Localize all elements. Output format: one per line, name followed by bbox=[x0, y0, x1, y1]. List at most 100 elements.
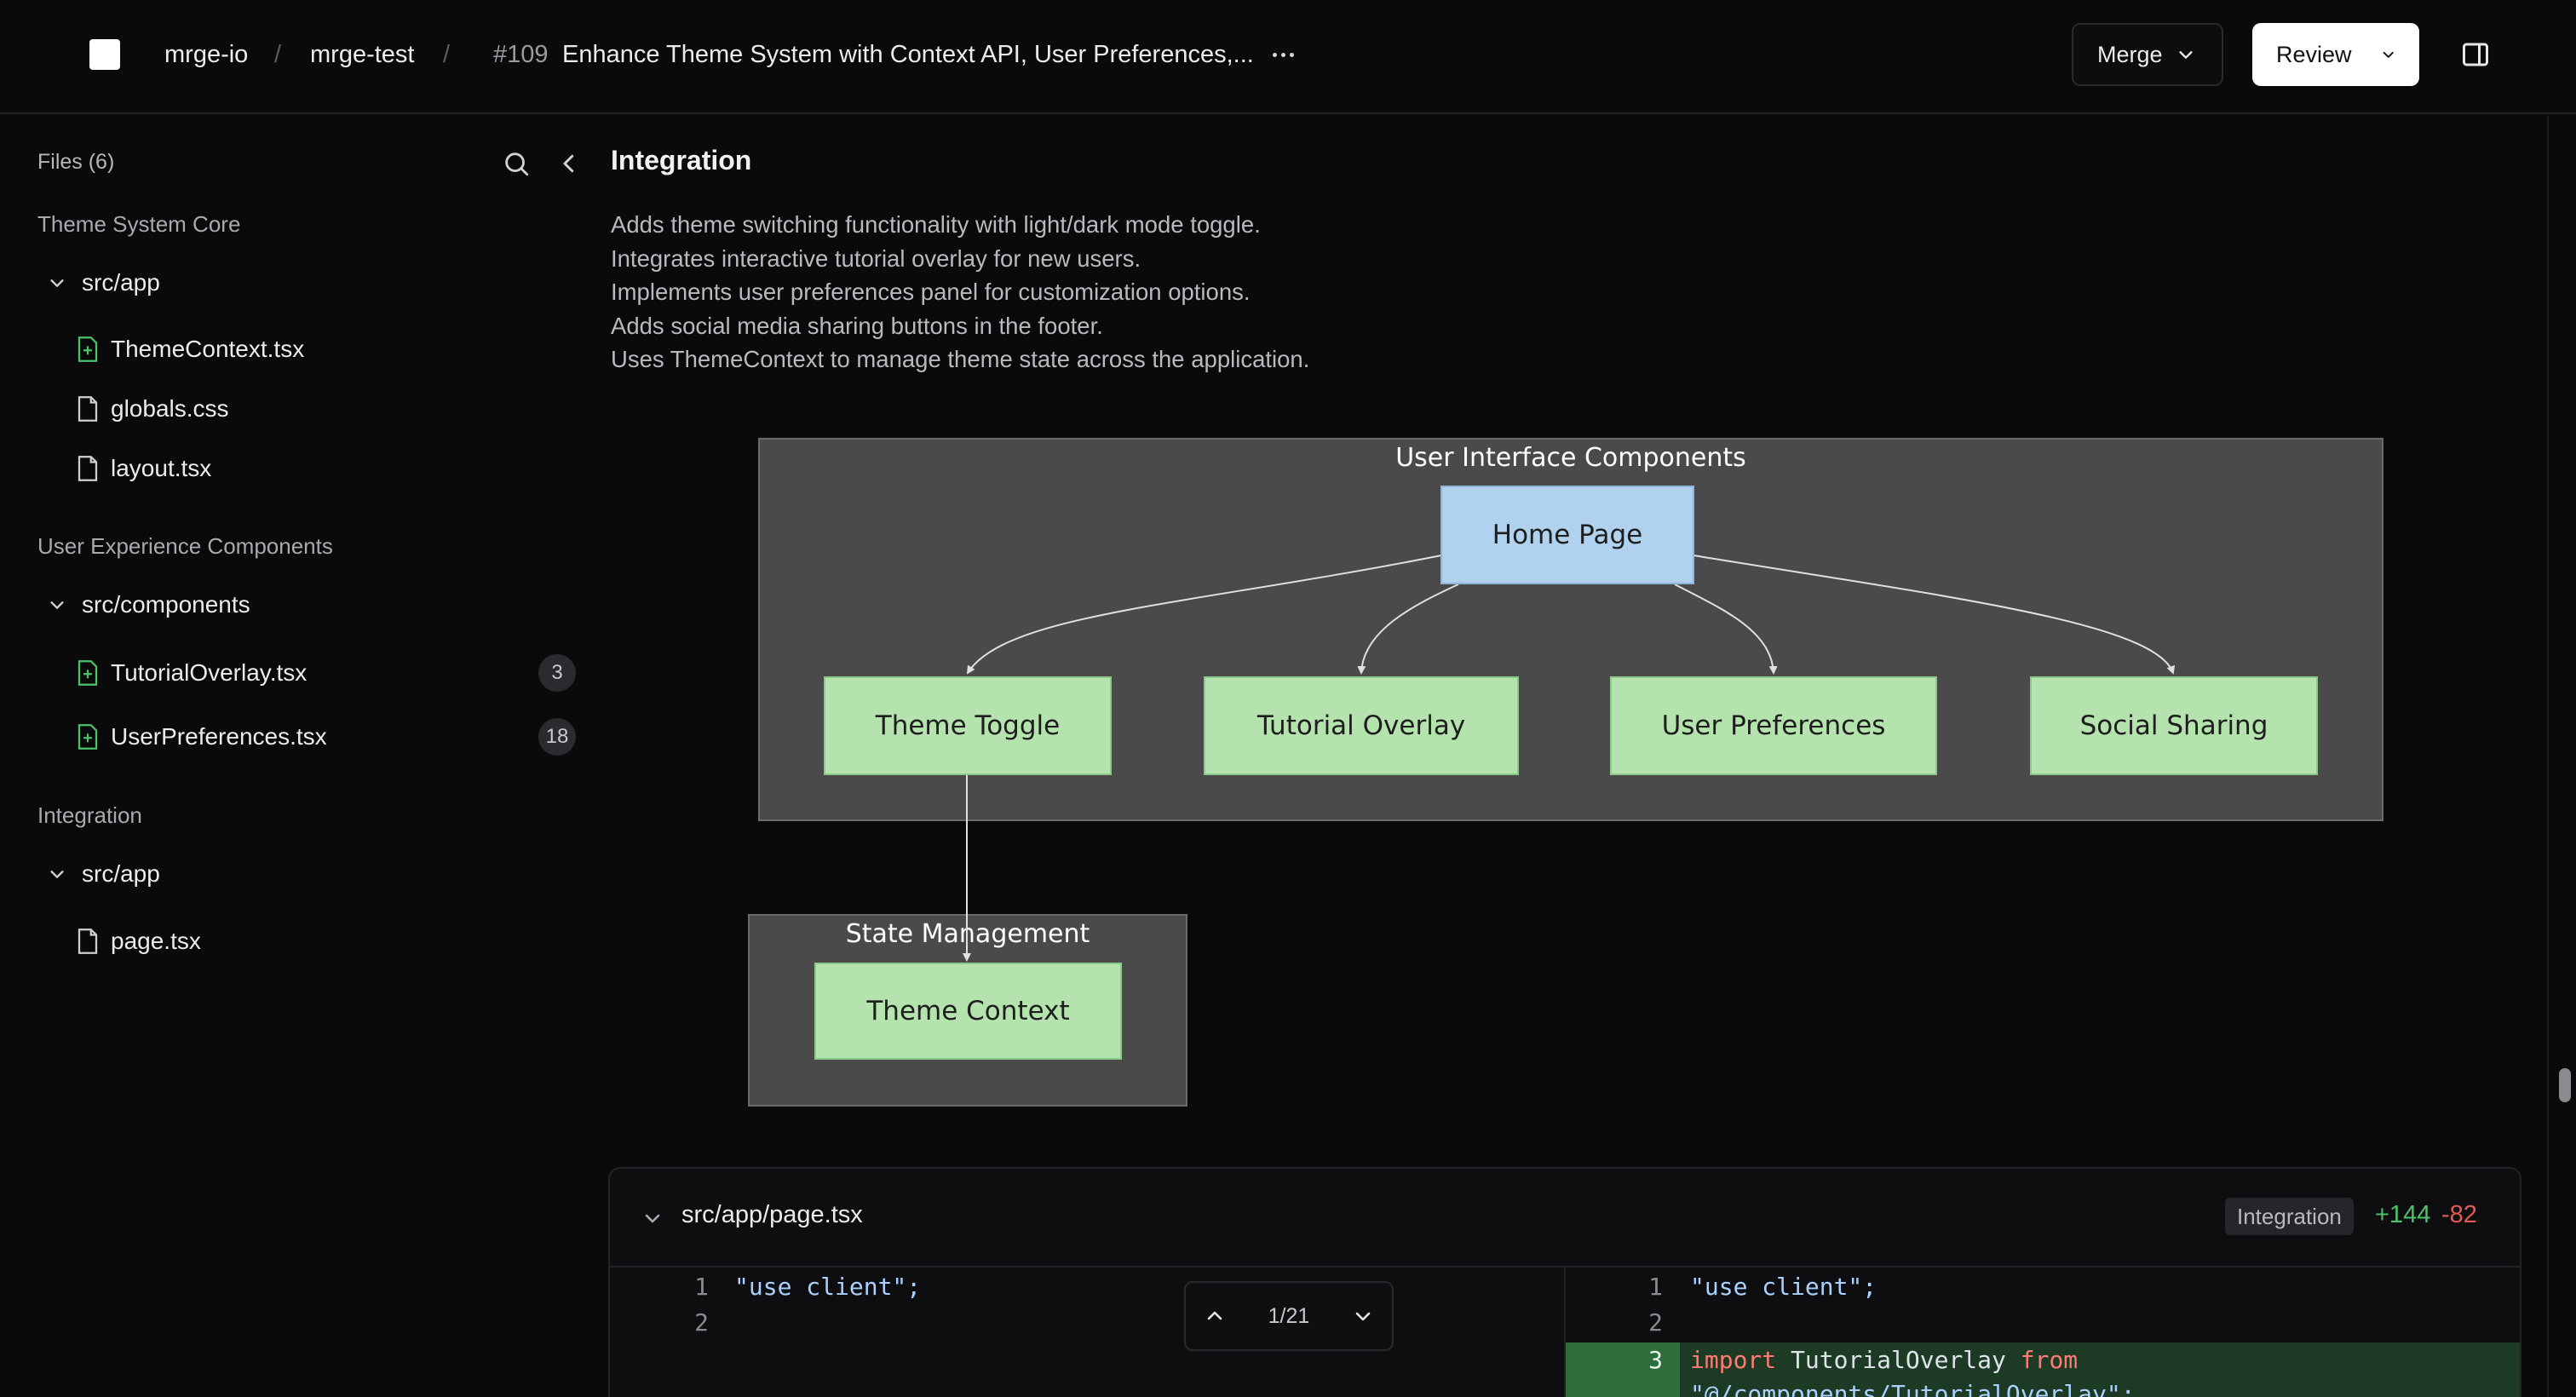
description-line: Integrates interactive tutorial overlay … bbox=[611, 244, 1141, 272]
line-number: 2 bbox=[694, 1308, 709, 1337]
description-line: Adds social media sharing buttons in the… bbox=[611, 312, 1103, 339]
breadcrumb-org[interactable]: mrge-io bbox=[164, 41, 249, 68]
review-button-label: Review bbox=[2276, 41, 2352, 67]
node-home-page: Home Page bbox=[1440, 486, 1694, 584]
comment-count-badge: 18 bbox=[538, 718, 576, 756]
diff-file-path[interactable]: src/app/page.tsx bbox=[681, 1201, 863, 1228]
files-count: Files (6) bbox=[37, 150, 115, 174]
additions-count: +144 bbox=[2375, 1201, 2431, 1228]
node-tutorial-overlay: Tutorial Overlay bbox=[1204, 676, 1519, 775]
edge-home-to-prefs bbox=[1674, 584, 1778, 675]
hunk-navigator: 1/21 bbox=[1184, 1281, 1394, 1351]
chevron-down-icon bbox=[2178, 51, 2193, 59]
merge-button[interactable]: Merge bbox=[2072, 23, 2223, 86]
line-number: 3 bbox=[1648, 1346, 1663, 1374]
file-label: layout.tsx bbox=[111, 455, 212, 481]
code-keyword: import bbox=[1690, 1346, 1777, 1374]
code-identifier: TutorialOverlay bbox=[1776, 1346, 2021, 1374]
file-added-icon bbox=[78, 660, 98, 686]
description-line: Uses ThemeContext to manage theme state … bbox=[611, 346, 1310, 372]
group-tag: Integration bbox=[2225, 1198, 2354, 1235]
description-line: Implements user preferences panel for cu… bbox=[611, 279, 1251, 305]
file-item-page-tsx[interactable]: page.tsx bbox=[77, 924, 201, 958]
file-item-themecontext[interactable]: ThemeContext.tsx bbox=[77, 332, 304, 366]
file-added-icon bbox=[78, 724, 98, 750]
top-bar: mrge-io / mrge-test / #109 Enhance Theme… bbox=[0, 0, 2576, 114]
chevron-up-icon[interactable] bbox=[1205, 1306, 1225, 1326]
folder-label: src/app bbox=[82, 860, 160, 887]
chevron-down-icon[interactable] bbox=[642, 1208, 663, 1228]
edge-home-to-toggle bbox=[966, 555, 1442, 675]
pr-title: Enhance Theme System with Context API, U… bbox=[562, 41, 1254, 68]
subgraph-state-management: State Management bbox=[748, 914, 1187, 1107]
search-icon[interactable] bbox=[499, 147, 533, 181]
section-title: Integration bbox=[611, 145, 752, 175]
subgraph-title: State Management bbox=[845, 919, 1090, 949]
file-icon bbox=[78, 456, 98, 481]
review-button[interactable]: Review bbox=[2252, 23, 2419, 86]
folder-row-src-app[interactable]: src/app bbox=[48, 857, 160, 891]
subgraph-ui-components: User Interface Components bbox=[758, 438, 2383, 821]
code-line: import TutorialOverlay from bbox=[1690, 1346, 2078, 1374]
folder-label: src/components bbox=[82, 591, 250, 618]
file-label: UserPreferences.tsx bbox=[111, 723, 327, 750]
chevron-down-icon[interactable] bbox=[1353, 1306, 1373, 1326]
description-line: Adds theme switching functionality with … bbox=[611, 211, 1261, 238]
file-item-layout-tsx[interactable]: layout.tsx bbox=[77, 451, 211, 486]
chevron-down-icon bbox=[50, 601, 64, 609]
file-label: TutorialOverlay.tsx bbox=[111, 659, 308, 686]
chevron-down-icon bbox=[2383, 51, 2394, 58]
main-scrollbar[interactable] bbox=[2547, 116, 2576, 1397]
file-label: page.tsx bbox=[111, 928, 201, 954]
file-item-tutorialoverlay[interactable]: TutorialOverlay.tsx bbox=[77, 656, 307, 690]
line-number: 1 bbox=[1648, 1273, 1663, 1301]
line-number: 1 bbox=[694, 1273, 709, 1301]
diff-header[interactable]: src/app/page.tsx Integration +144 -82 bbox=[610, 1169, 2520, 1268]
collapse-sidebar-icon[interactable] bbox=[552, 147, 586, 181]
group-label-theme-system-core: Theme System Core bbox=[37, 211, 241, 237]
folder-label: src/app bbox=[82, 269, 160, 296]
code-line: "@/components/TutorialOverlay"; bbox=[1690, 1380, 2136, 1397]
file-label: ThemeContext.tsx bbox=[111, 336, 305, 362]
file-item-globals-css[interactable]: globals.css bbox=[77, 392, 229, 426]
breadcrumb-separator: / bbox=[274, 41, 282, 68]
app-logo[interactable] bbox=[89, 39, 120, 70]
node-user-preferences: User Preferences bbox=[1610, 676, 1937, 775]
scrollbar-thumb[interactable] bbox=[2559, 1068, 2571, 1102]
file-icon bbox=[78, 928, 98, 954]
hunk-position: 1/21 bbox=[1268, 1303, 1310, 1328]
file-added-icon bbox=[78, 336, 98, 362]
chevron-down-icon bbox=[50, 871, 64, 878]
comment-count-badge: 3 bbox=[538, 654, 576, 692]
folder-row-src-components[interactable]: src/components bbox=[48, 588, 250, 622]
more-horizontal-icon[interactable] bbox=[1268, 37, 1298, 72]
deletions-count: -82 bbox=[2441, 1201, 2477, 1228]
file-label: globals.css bbox=[111, 395, 229, 422]
code-line: "use client"; bbox=[1690, 1273, 1877, 1301]
edge-home-to-social bbox=[1693, 555, 2176, 675]
line-number: 2 bbox=[1648, 1308, 1663, 1337]
breadcrumb-repo[interactable]: mrge-test bbox=[310, 41, 415, 68]
code-line: "use client"; bbox=[734, 1273, 922, 1301]
node-theme-context: Theme Context bbox=[814, 963, 1122, 1060]
diff-pane-divider bbox=[1564, 1268, 1566, 1397]
node-theme-toggle: Theme Toggle bbox=[824, 676, 1112, 775]
edge-home-to-tutorial bbox=[1357, 584, 1459, 675]
merge-button-label: Merge bbox=[2097, 41, 2163, 67]
chevron-down-icon bbox=[50, 279, 64, 287]
folder-row-src-app[interactable]: src/app bbox=[48, 266, 160, 300]
added-line-highlight bbox=[1566, 1342, 2520, 1397]
node-social-sharing: Social Sharing bbox=[2030, 676, 2318, 775]
pr-number: #109 bbox=[493, 41, 549, 68]
breadcrumb-separator: / bbox=[443, 41, 451, 68]
section-description: Adds theme switching functionality with … bbox=[611, 208, 1309, 377]
subgraph-title: User Interface Components bbox=[1395, 443, 1746, 473]
added-line-gutter bbox=[1566, 1342, 1680, 1397]
file-item-userpreferences[interactable]: UserPreferences.tsx bbox=[77, 720, 327, 754]
group-label-integration: Integration bbox=[37, 802, 142, 828]
file-diff-card: src/app/page.tsx Integration +144 -82 1 … bbox=[608, 1167, 2521, 1397]
code-keyword: from bbox=[2020, 1346, 2079, 1374]
file-icon bbox=[78, 396, 98, 422]
file-sidebar: Files (6) Theme System Core src/app Them… bbox=[0, 116, 596, 1397]
sidebar-panel-icon[interactable] bbox=[2460, 39, 2491, 70]
